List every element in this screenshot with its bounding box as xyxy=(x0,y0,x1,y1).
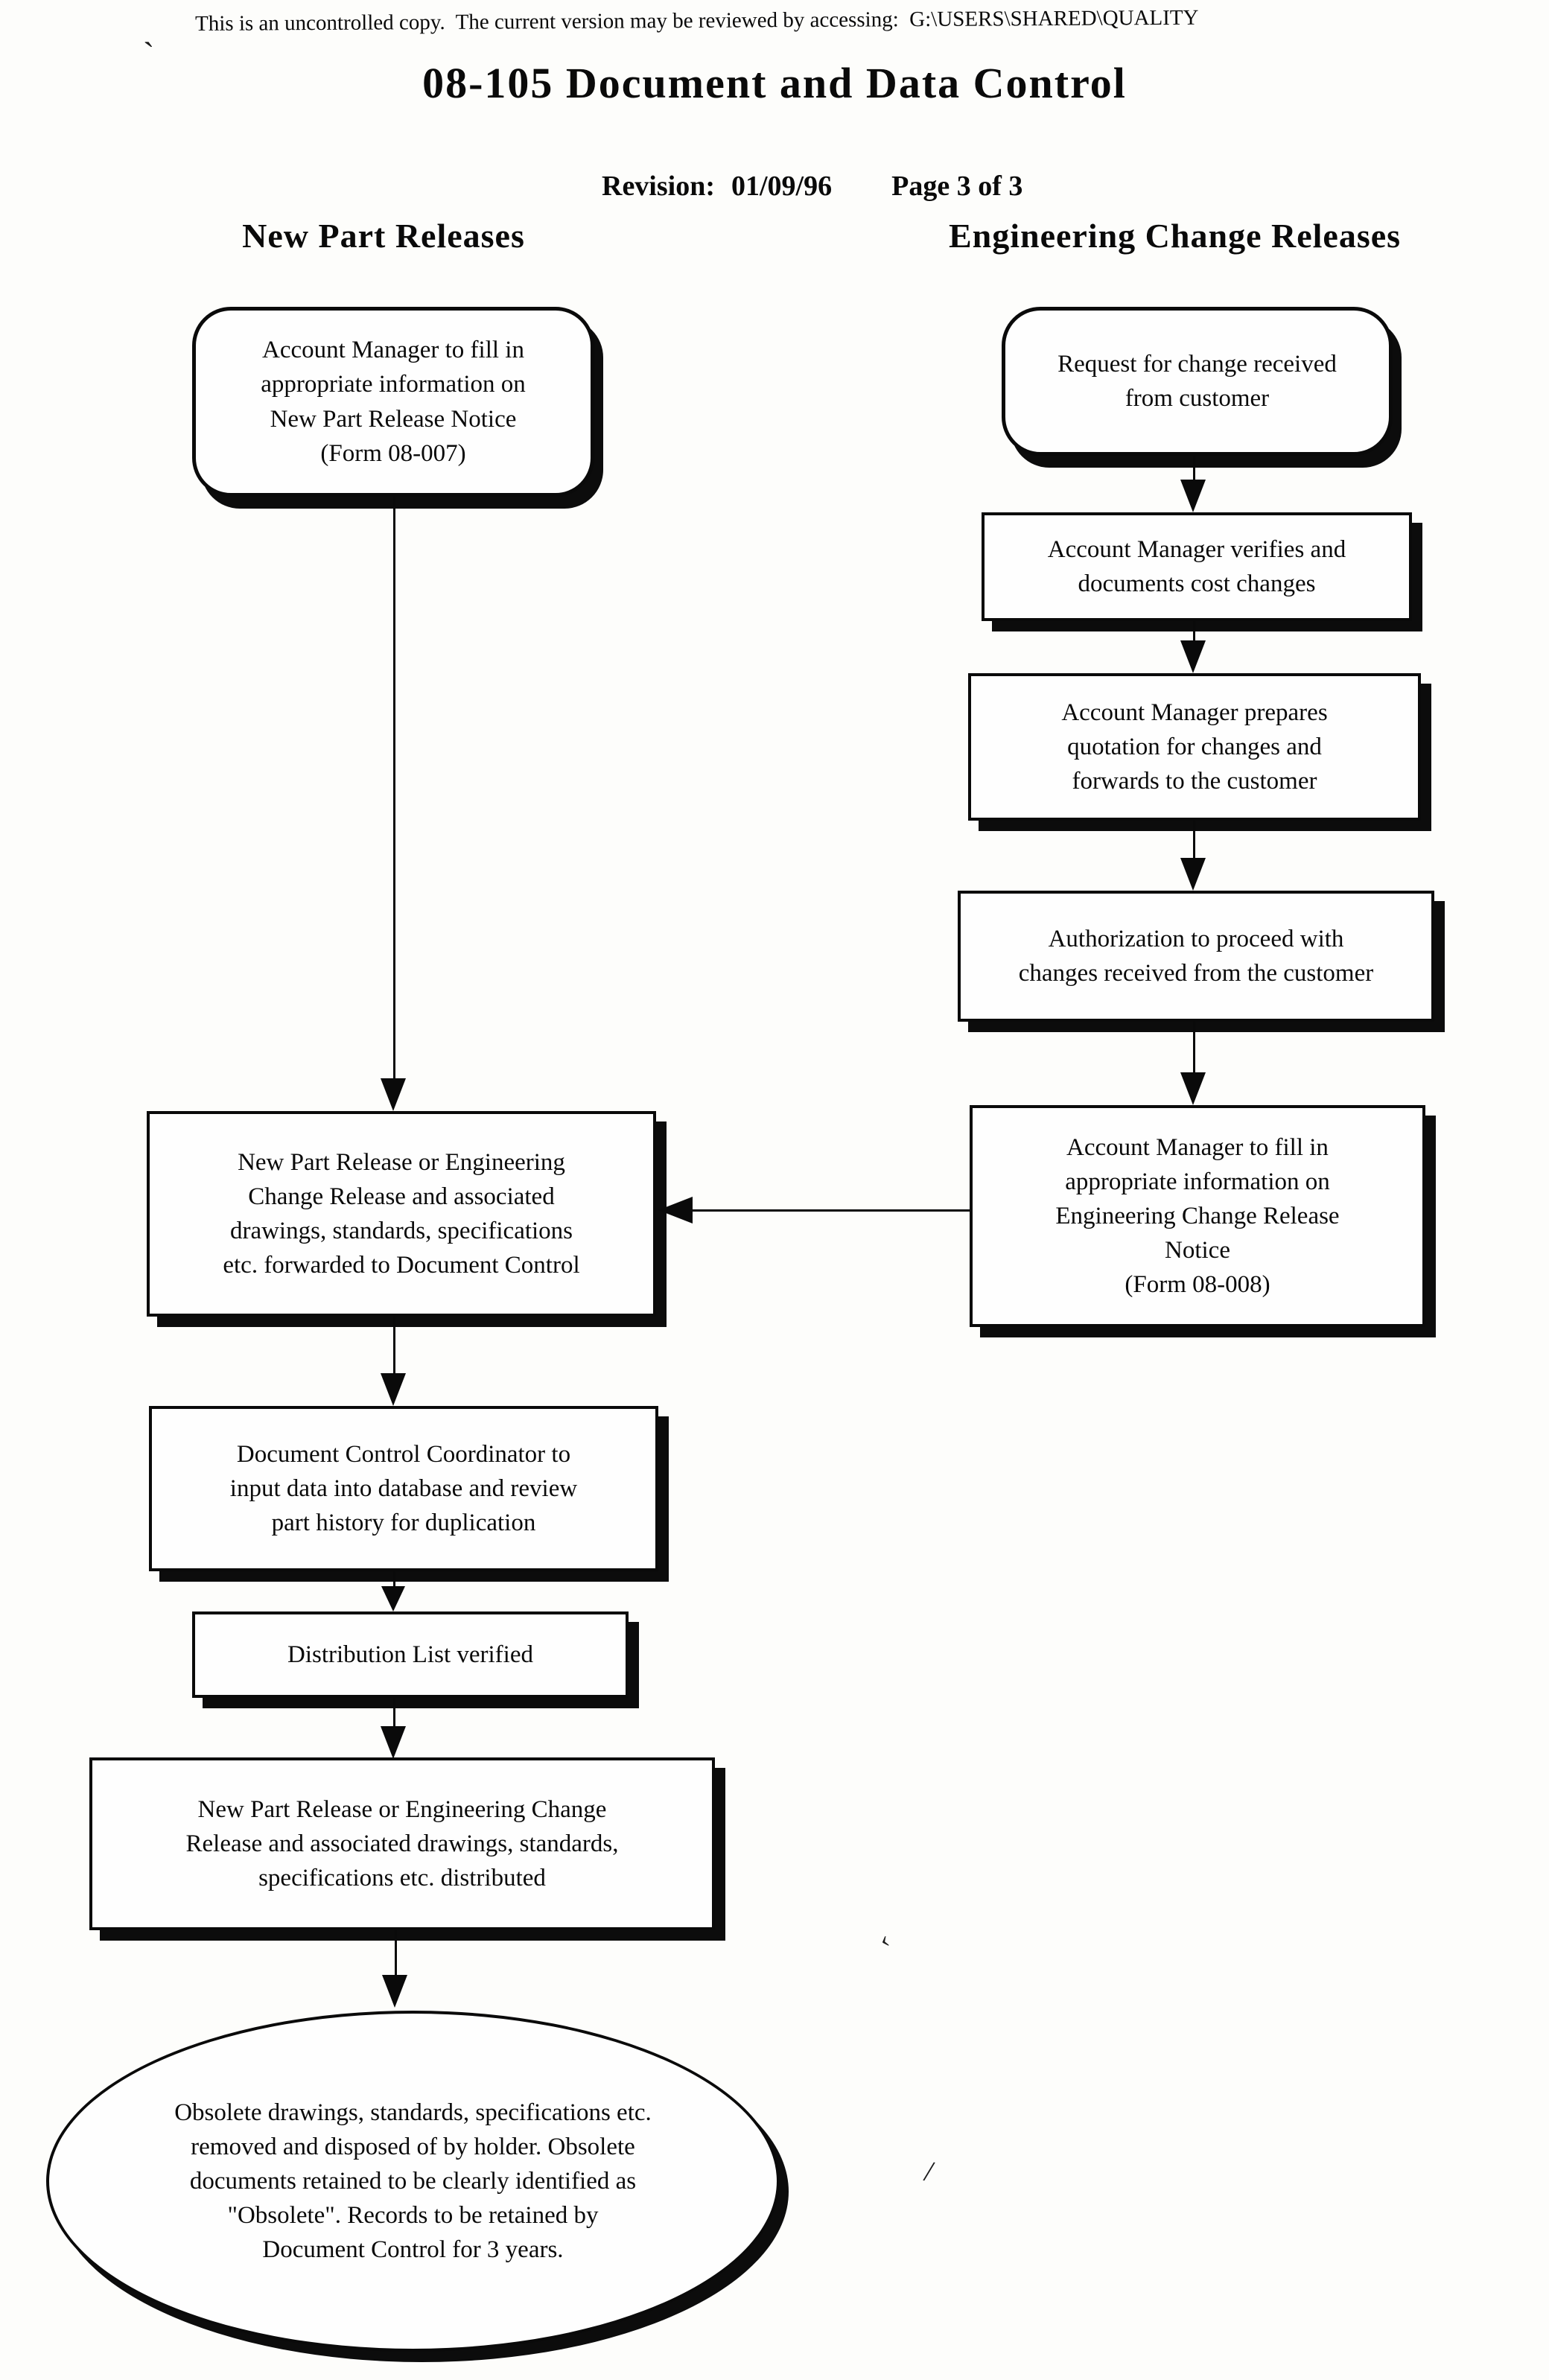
node-new-part-release-notice: Account Manager to fill in appropriate i… xyxy=(192,307,594,497)
scan-mark-mid-right: ‹ xyxy=(875,1925,894,1954)
document-title: 08-105 Document and Data Control xyxy=(422,59,1127,107)
arrowhead-r3-r4 xyxy=(1180,858,1206,891)
connector-line-r1-r2 xyxy=(1193,456,1195,483)
scan-mark-lower-right: / xyxy=(921,2154,937,2189)
revision-label: Revision: xyxy=(602,171,715,202)
node-engineering-change-release-notice: Account Manager to fill in appropriate i… xyxy=(970,1105,1425,1327)
page-info: Page 3 of 3 xyxy=(891,171,1023,202)
arrowhead-l3-l4 xyxy=(381,1586,405,1611)
connector-line-l3-l4 xyxy=(393,1571,395,1589)
node-request-for-change: Request for change received from custome… xyxy=(1002,307,1393,456)
node-forwarded-to-document-control: New Part Release or Engineering Change R… xyxy=(147,1111,656,1317)
arrowhead-l2-l3 xyxy=(381,1373,406,1406)
arrowhead-r5-l2 xyxy=(658,1197,693,1224)
node-verifies-cost-changes: Account Manager verifies and documents c… xyxy=(982,512,1412,621)
arrowhead-l1-l2 xyxy=(381,1078,406,1111)
connector-line-l5-l6 xyxy=(395,1930,397,1978)
right-column-header: Engineering Change Releases xyxy=(948,217,1402,255)
scan-mark-top-left: ` xyxy=(143,35,155,73)
arrowhead-r1-r2 xyxy=(1180,480,1206,512)
node-obsolete-documents-terminator: Obsolete drawings, standards, specificat… xyxy=(46,2011,780,2352)
arrowhead-r4-r5 xyxy=(1180,1072,1206,1105)
arrowhead-r2-r3 xyxy=(1180,640,1206,673)
connector-line-r2-r3 xyxy=(1193,621,1195,642)
node-prepares-quotation: Account Manager prepares quotation for c… xyxy=(968,673,1421,821)
arrowhead-l5-l6 xyxy=(382,1975,407,2008)
revision-line: Revision: 01/09/96 Page 3 of 3 xyxy=(573,137,1022,235)
connector-line-l4-l5 xyxy=(393,1698,395,1729)
node-document-control-coordinator: Document Control Coordinator to input da… xyxy=(149,1406,658,1571)
connector-line-l1-l2 xyxy=(393,497,395,1089)
node-authorization-to-proceed: Authorization to proceed with changes re… xyxy=(958,891,1434,1022)
connector-line-r3-r4 xyxy=(1193,821,1195,859)
node-distribution-list-verified: Distribution List verified xyxy=(192,1611,629,1698)
connector-line-l2-l3 xyxy=(393,1317,395,1375)
uncontrolled-copy-notice: This is an uncontrolled copy. The curren… xyxy=(195,5,1199,36)
revision-value: 01/09/96 xyxy=(731,171,833,202)
node-documents-distributed: New Part Release or Engineering Change R… xyxy=(89,1757,715,1930)
connector-line-r5-l2 xyxy=(693,1209,971,1212)
left-column-header: New Part Releases xyxy=(242,217,525,255)
connector-line-r4-r5 xyxy=(1193,1022,1195,1072)
arrowhead-l4-l5 xyxy=(381,1726,406,1759)
